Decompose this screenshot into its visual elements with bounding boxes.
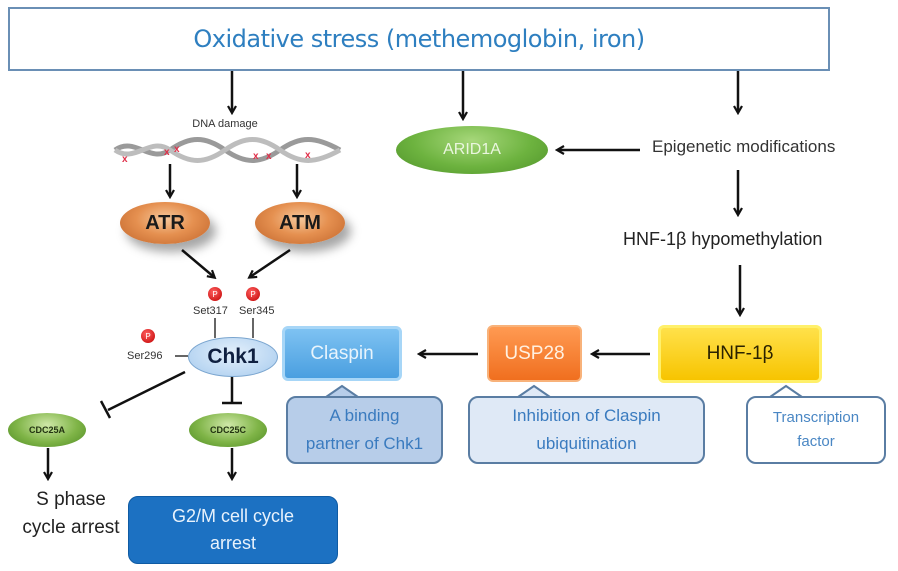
claspin-callout: A binding partner of Chk1 xyxy=(286,396,443,464)
phospho-dot-ser317: P xyxy=(208,287,222,301)
usp28-box: USP28 xyxy=(487,325,582,382)
usp28-label: USP28 xyxy=(504,342,565,364)
chk1-node: Chk1 xyxy=(188,337,278,377)
atm-label: ATM xyxy=(279,211,321,234)
epigenetic-modifications-label: Epigenetic modifications xyxy=(652,137,836,156)
s-phase-line2: cycle arrest xyxy=(22,517,120,538)
inhibit-bar-cdc25a xyxy=(99,400,112,419)
chk1-label: Chk1 xyxy=(207,345,259,368)
claspin-callout-line1: A binding xyxy=(329,406,400,425)
damage-mark: x xyxy=(266,151,272,162)
phospho-dot-ser296: P xyxy=(141,329,155,343)
site-ser345-label: Ser345 xyxy=(239,305,275,317)
damage-mark: x xyxy=(305,150,311,161)
g2m-arrest-box: G2/M cell cycle arrest xyxy=(128,496,338,564)
hnf1b-callout-line1: Transcription xyxy=(772,409,860,426)
site-ser296-label: Ser296 xyxy=(127,350,163,362)
cdc25c-node: CDC25C xyxy=(189,413,267,447)
atr-node: ATR xyxy=(120,202,210,244)
damage-mark: x xyxy=(122,154,128,165)
s-phase-line1: S phase xyxy=(36,489,106,510)
atm-node: ATM xyxy=(255,202,345,244)
usp28-callout: Inhibition of Claspin ubiquitination xyxy=(468,396,705,464)
damage-mark: x xyxy=(253,151,259,162)
hnf1b-label: HNF-1β xyxy=(706,343,774,364)
hnf1b-box: HNF-1β xyxy=(658,325,822,383)
atr-label: ATR xyxy=(145,211,185,234)
hnf1b-hypomethylation-label: HNF-1β hypomethylation xyxy=(623,229,823,249)
g2m-line2: arrest xyxy=(209,533,256,553)
arrow-atr-to-chk1 xyxy=(181,249,214,277)
oxidative-stress-label: Oxidative stress (methemoglobin, iron) xyxy=(193,25,645,53)
usp28-callout-line2: ubiquitination xyxy=(536,434,637,453)
cdc25c-label: CDC25C xyxy=(209,425,246,435)
dna-damage-label: DNA damage xyxy=(192,118,258,130)
claspin-callout-line2: partner of Chk1 xyxy=(305,434,424,453)
damage-mark: x xyxy=(164,147,170,158)
hnf1b-callout: Transcription factor xyxy=(746,396,886,464)
cdc25a-node: CDC25A xyxy=(8,413,86,447)
inhibit-chk1-to-cdc25a xyxy=(107,370,186,412)
arrow-atm-to-chk1 xyxy=(250,248,291,277)
cdc25a-label: CDC25A xyxy=(28,425,65,435)
callout-pointer-claspin xyxy=(325,384,359,398)
claspin-label: Claspin xyxy=(310,342,374,364)
site-ser317-label: Set317 xyxy=(193,305,228,317)
oxidative-stress-box: Oxidative stress (methemoglobin, iron) xyxy=(8,7,830,71)
callout-pointer-hnf1b xyxy=(769,384,803,398)
g2m-line1: G2/M cell cycle xyxy=(171,506,295,526)
usp28-callout-line1: Inhibition of Claspin xyxy=(512,406,661,425)
dna-damage-marks: x x x x x x xyxy=(122,144,311,165)
hnf1b-callout-line2: factor xyxy=(797,433,835,450)
arid1a-label: ARID1A xyxy=(443,141,501,158)
claspin-box: Claspin xyxy=(282,326,402,381)
phospho-dot-ser345: P xyxy=(246,287,260,301)
damage-mark: x xyxy=(174,144,180,155)
callout-pointer-usp28 xyxy=(517,384,551,398)
dna-helix-icon xyxy=(113,137,342,163)
s-phase-arrest-label: S phase cycle arrest xyxy=(12,486,130,542)
arid1a-node: ARID1A xyxy=(396,126,548,174)
